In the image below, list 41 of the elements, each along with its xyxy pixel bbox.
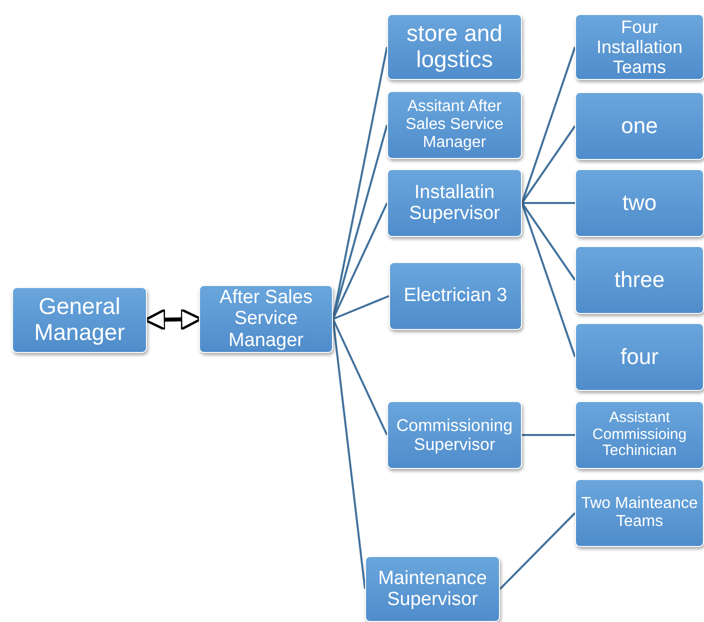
connector-line bbox=[522, 434, 575, 436]
box-label: Electrician 3 bbox=[404, 285, 508, 307]
box-label: store and logstics bbox=[406, 21, 504, 73]
org-box bbox=[387, 169, 522, 237]
connector-line bbox=[332, 318, 366, 590]
box-label: three bbox=[614, 268, 665, 292]
connector-line bbox=[521, 202, 576, 358]
org-box bbox=[387, 14, 522, 80]
org-box bbox=[365, 556, 500, 622]
connector-line bbox=[521, 202, 576, 281]
connector-line bbox=[521, 46, 576, 204]
org-box bbox=[199, 285, 333, 353]
box-label: Installatin Supervisor bbox=[408, 182, 501, 224]
box-label: Assistant Commissioing Techinician bbox=[591, 410, 688, 460]
box-label: Assitant After Sales Service Manager bbox=[404, 98, 504, 152]
org-box bbox=[387, 91, 522, 159]
org-box bbox=[575, 246, 704, 314]
connector-line bbox=[332, 295, 390, 320]
org-box bbox=[575, 323, 704, 391]
org-box bbox=[387, 401, 522, 469]
box-label: four bbox=[620, 344, 658, 370]
box-label: General Manager bbox=[33, 294, 126, 346]
box-label: After Sales Service Manager bbox=[218, 287, 314, 351]
org-box bbox=[575, 14, 704, 80]
box-label: Four Installation Teams bbox=[595, 16, 684, 78]
connector-line bbox=[332, 202, 388, 320]
org-box bbox=[575, 169, 704, 237]
org-box bbox=[575, 92, 704, 160]
box-label: Commissioning Supervisor bbox=[395, 416, 514, 454]
org-box bbox=[389, 262, 522, 330]
connector-line bbox=[332, 318, 388, 436]
box-label: Two Mainteance Teams bbox=[580, 495, 699, 531]
box-label: two bbox=[622, 190, 657, 216]
box-label: one bbox=[621, 114, 658, 138]
org-box bbox=[12, 287, 147, 353]
connector-line bbox=[499, 512, 576, 590]
org-box bbox=[575, 401, 704, 469]
connector-line bbox=[522, 202, 575, 204]
box-label: Maintenance Supervisor bbox=[377, 568, 488, 610]
org-box bbox=[575, 479, 704, 547]
connector-line bbox=[521, 125, 576, 204]
